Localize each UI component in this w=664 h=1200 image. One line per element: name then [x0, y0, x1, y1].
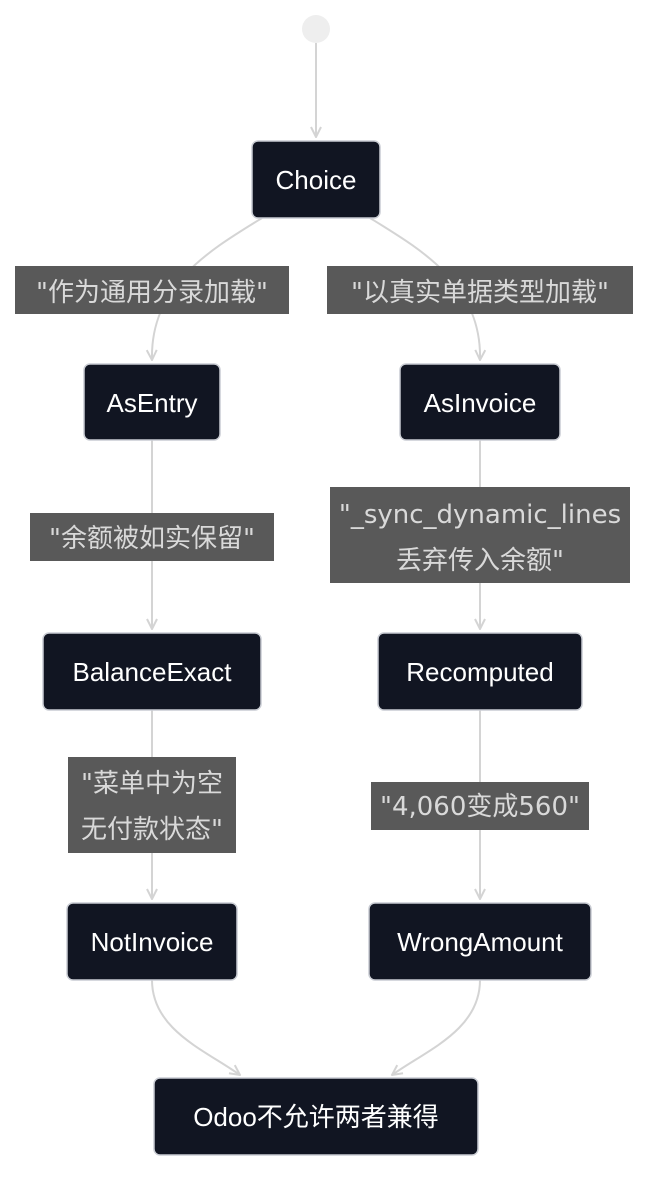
edge-label-asinvoice-to-recomputed: "_sync_dynamic_lines 丢弃传入余额" — [330, 487, 630, 583]
edge-label-choice-to-asentry: "作为通用分录加载" — [15, 266, 289, 314]
edge-label-choice-to-asinvoice-line1: "以真实单据类型加载" — [351, 278, 609, 308]
node-asinvoice-label: AsInvoice — [424, 388, 537, 418]
edge-label-asinvoice-to-recomputed-line2: 丢弃传入余额" — [396, 546, 564, 576]
node-notinvoice-label: NotInvoice — [91, 927, 214, 957]
node-recomputed: Recomputed — [377, 632, 583, 711]
node-odoo: Odoo不允许两者兼得 — [153, 1077, 479, 1156]
node-wrongamount-label: WrongAmount — [397, 927, 563, 957]
edge-wrongamount-to-odoo — [392, 979, 481, 1075]
edge-label-balanceexact-to-notinvoice: "菜单中为空 无付款状态" — [68, 757, 236, 853]
node-notinvoice: NotInvoice — [66, 902, 238, 981]
node-balanceexact: BalanceExact — [42, 632, 262, 711]
edge-notinvoice-to-odoo — [151, 979, 240, 1075]
node-balanceexact-label: BalanceExact — [73, 657, 233, 687]
node-asentry: AsEntry — [83, 363, 221, 441]
node-recomputed-label: Recomputed — [406, 657, 553, 687]
node-asentry-label: AsEntry — [106, 388, 197, 418]
edge-label-recomputed-to-wrongamount: "4,060变成560" — [371, 782, 589, 830]
start-state-marker — [302, 15, 330, 43]
edge-label-choice-to-asentry-line1: "作为通用分录加载" — [36, 278, 268, 308]
edge-label-asentry-to-balanceexact-line1: "余额被如实保留" — [49, 524, 255, 554]
edge-label-balanceexact-to-notinvoice-line2: 无付款状态" — [81, 815, 223, 845]
edge-label-asentry-to-balanceexact: "余额被如实保留" — [30, 513, 274, 561]
edge-label-balanceexact-to-notinvoice-line1: "菜单中为空 — [81, 769, 223, 799]
node-asinvoice: AsInvoice — [399, 363, 561, 441]
node-odoo-label: Odoo不允许两者兼得 — [193, 1102, 439, 1132]
node-choice-label: Choice — [276, 165, 357, 195]
edge-label-asinvoice-to-recomputed-line1: "_sync_dynamic_lines — [339, 500, 621, 530]
edge-label-choice-to-asinvoice: "以真实单据类型加载" — [327, 266, 633, 314]
node-wrongamount: WrongAmount — [368, 902, 592, 981]
edge-label-recomputed-to-wrongamount-line1: "4,060变成560" — [380, 792, 580, 822]
node-choice: Choice — [251, 140, 381, 219]
